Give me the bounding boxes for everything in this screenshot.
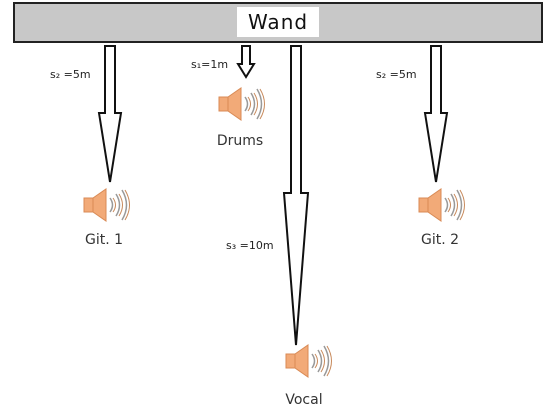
source-label-git2: Git. 2 — [421, 232, 459, 248]
speaker-icon-git1 — [83, 188, 131, 222]
distance-label-drums: s₁=1m — [191, 58, 228, 71]
wall: Wand — [13, 2, 543, 43]
arrow-vocal — [282, 45, 310, 346]
distance-label-git1: s₂ =5m — [50, 68, 91, 81]
source-label-git1: Git. 1 — [85, 232, 123, 248]
source-label-vocal: Vocal — [285, 392, 322, 408]
arrow-git1 — [97, 45, 123, 183]
source-label-drums: Drums — [217, 133, 263, 149]
speaker-icon-vocal — [285, 344, 333, 378]
speaker-icon-git2 — [418, 188, 466, 222]
distance-label-git2: s₂ =5m — [376, 68, 417, 81]
wall-label-box — [237, 7, 319, 37]
distance-label-vocal: s₃ =10m — [226, 239, 274, 252]
speaker-icon-drums — [218, 87, 266, 121]
arrow-git2 — [423, 45, 449, 183]
wall-label: Wand — [248, 10, 308, 34]
arrow-drums — [236, 45, 256, 79]
